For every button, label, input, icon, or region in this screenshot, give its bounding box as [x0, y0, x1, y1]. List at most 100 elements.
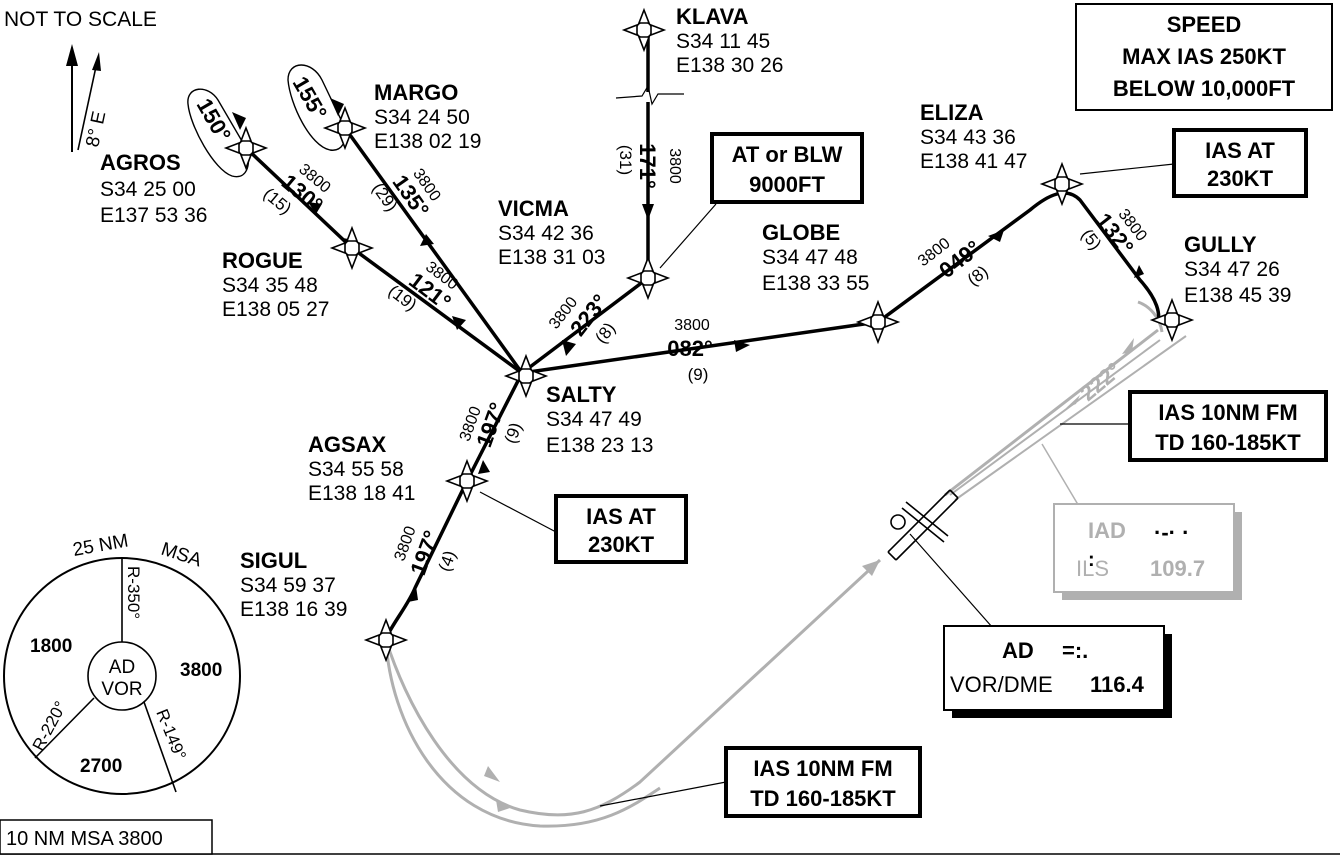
msa-sector-south: 2700: [80, 756, 122, 777]
sigul-lon: E138 16 39: [240, 598, 347, 621]
globe-lon: E138 33 55: [762, 272, 869, 295]
note-ias-gully-line2: TD 160-185KT: [1155, 430, 1301, 455]
note-ias-gully: IAS 10NM FM TD 160-185KT: [1060, 390, 1328, 462]
vicma-name: VICMA: [498, 196, 569, 221]
klava-name: KLAVA: [676, 4, 749, 29]
leg-altitude: 3800: [674, 317, 710, 334]
speed-below: BELOW 10,000FT: [1113, 76, 1296, 101]
rogue-name: ROGUE: [222, 248, 303, 273]
msa-radial-350: R-350°: [124, 566, 143, 619]
leg-annotations: 3800 130° (15) 3800 135° (29) 3800 121° …: [260, 143, 1150, 578]
note-ias-eliza-line2: 230KT: [1207, 166, 1274, 191]
sigul-lat: S34 59 37: [240, 574, 336, 597]
leg-agsax-sigul: 3800 197° (4): [392, 524, 460, 578]
note-at-or-below-line2: 9000FT: [749, 172, 825, 197]
salty-lon: E138 23 13: [546, 434, 653, 457]
msa-center-ad: AD: [109, 657, 135, 678]
msa-sector-west: 1800: [30, 636, 72, 657]
leg-distance: (9): [688, 365, 709, 384]
note-at-or-below-line1: AT or BLW: [732, 142, 843, 167]
leg-course: 197°: [471, 399, 510, 450]
magnetic-variation: 8° E: [82, 109, 110, 149]
vor-morse: =:.: [1062, 638, 1088, 663]
note-ias-eliza-line1: IAS AT: [1205, 138, 1275, 163]
agros-holding-pattern: 150°: [187, 88, 250, 178]
gully-lon: E138 45 39: [1184, 284, 1291, 307]
rogue-lat: S34 35 48: [222, 274, 318, 297]
leg-margo-salty: 3800 135° (29): [368, 166, 443, 222]
leg-distance: (31): [616, 145, 635, 175]
vor-frequency: 116.4: [1090, 672, 1145, 697]
gully-lat: S34 47 26: [1184, 258, 1280, 281]
speed-restriction-box: SPEED MAX IAS 250KT BELOW 10,000FT: [1075, 3, 1333, 111]
leg-agros-rogue: 3800 130° (15): [260, 161, 334, 218]
ils-ident: IAD: [1088, 518, 1126, 543]
note-ias-agsax: IAS AT 230KT: [479, 491, 688, 564]
vicma-lat: S34 42 36: [498, 222, 594, 245]
waypoint-labels: KLAVA S34 11 45 E138 30 26 MARGO S34 24 …: [100, 4, 1291, 621]
margo-hold-course: 155°: [288, 72, 332, 124]
agros-name: AGROS: [100, 150, 181, 175]
globe-lat: S34 47 48: [762, 246, 858, 269]
agros-lon: E137 53 36: [100, 204, 207, 227]
leg-salty-agsax: 3800 197° (9): [457, 399, 526, 450]
waypoint-symbols: [225, 9, 1193, 661]
note-ias-sigul-line1: IAS 10NM FM: [753, 756, 892, 781]
ils-morse-2: :: [1088, 549, 1095, 571]
leg-salty-globe: 3800 082° (9): [667, 317, 713, 384]
note-at-or-below: AT or BLW 9000FT: [659, 132, 864, 269]
leg-distance: (9): [501, 420, 526, 446]
ils-procedure-tracks: 222°: [384, 300, 1187, 828]
sigul-waypoint-icon[interactable]: [365, 619, 407, 661]
globe-waypoint-icon[interactable]: [857, 301, 899, 343]
leg-vicma-salty: 3800 223° (8): [546, 289, 619, 347]
margo-holding-pattern: 155°: [287, 64, 347, 151]
eliza-lon: E138 41 47: [920, 150, 1027, 173]
speed-title: SPEED: [1167, 12, 1242, 37]
leg-course: 082°: [667, 336, 713, 361]
margo-waypoint-icon[interactable]: [324, 107, 366, 149]
leg-altitude: 3800: [666, 148, 683, 184]
salty-lat: S34 47 49: [546, 408, 642, 431]
margo-lat: S34 24 50: [374, 106, 470, 129]
margo-lon: E138 02 19: [374, 130, 481, 153]
route-legs: [244, 34, 1161, 639]
vor-ident: AD: [1002, 638, 1034, 663]
margo-name: MARGO: [374, 80, 458, 105]
note-ias-sigul-line2: TD 160-185KT: [750, 786, 896, 811]
ils-morse: ·-· ·: [1154, 520, 1189, 545]
ils-info-box: IAD ·-· · ILS : 109.7: [1041, 443, 1242, 600]
leg-distance: (4): [435, 548, 460, 574]
rogue-lon: E138 05 27: [222, 298, 329, 321]
footer-msa-text: 10 NM MSA 3800: [6, 828, 163, 850]
note-ias-sigul: IAS 10NM FM TD 160-185KT: [599, 746, 922, 818]
klava-lat: S34 11 45: [676, 30, 770, 53]
klava-waypoint-icon[interactable]: [623, 9, 665, 51]
speed-max-ias: MAX IAS 250KT: [1122, 44, 1286, 69]
agros-hold-course: 150°: [192, 94, 236, 146]
vicma-waypoint-icon[interactable]: [627, 257, 669, 299]
note-ias-agsax-line1: IAS AT: [586, 504, 656, 529]
globe-name: GLOBE: [762, 220, 840, 245]
msa-sector-east: 3800: [180, 660, 222, 681]
msa-title-nm: 25 NM: [71, 531, 130, 561]
leg-globe-eliza: 3800 049° (8): [915, 235, 992, 290]
agros-lat: S34 25 00: [100, 178, 196, 201]
final-course-label: 222°: [1075, 357, 1126, 405]
vicma-lon: E138 31 03: [498, 246, 605, 269]
msa-diagram: 25 NM MSA AD VOR R-350° R-220° R-149° 18…: [3, 531, 241, 795]
north-arrow: 8° E: [66, 44, 110, 152]
agsax-lat: S34 55 58: [308, 458, 404, 481]
eliza-lat: S34 43 36: [920, 126, 1016, 149]
sigul-name: SIGUL: [240, 548, 307, 573]
gully-name: GULLY: [1184, 232, 1257, 257]
eliza-name: ELIZA: [920, 100, 984, 125]
leg-course: 171°: [635, 143, 660, 189]
note-ias-eliza: IAS AT 230KT: [1079, 128, 1308, 198]
ils-frequency: 109.7: [1150, 556, 1205, 581]
agsax-lon: E138 18 41: [308, 482, 415, 505]
note-ias-gully-line1: IAS 10NM FM: [1158, 400, 1297, 425]
aerodrome-runway-icon[interactable]: [887, 489, 1001, 637]
agsax-name: AGSAX: [308, 432, 387, 457]
